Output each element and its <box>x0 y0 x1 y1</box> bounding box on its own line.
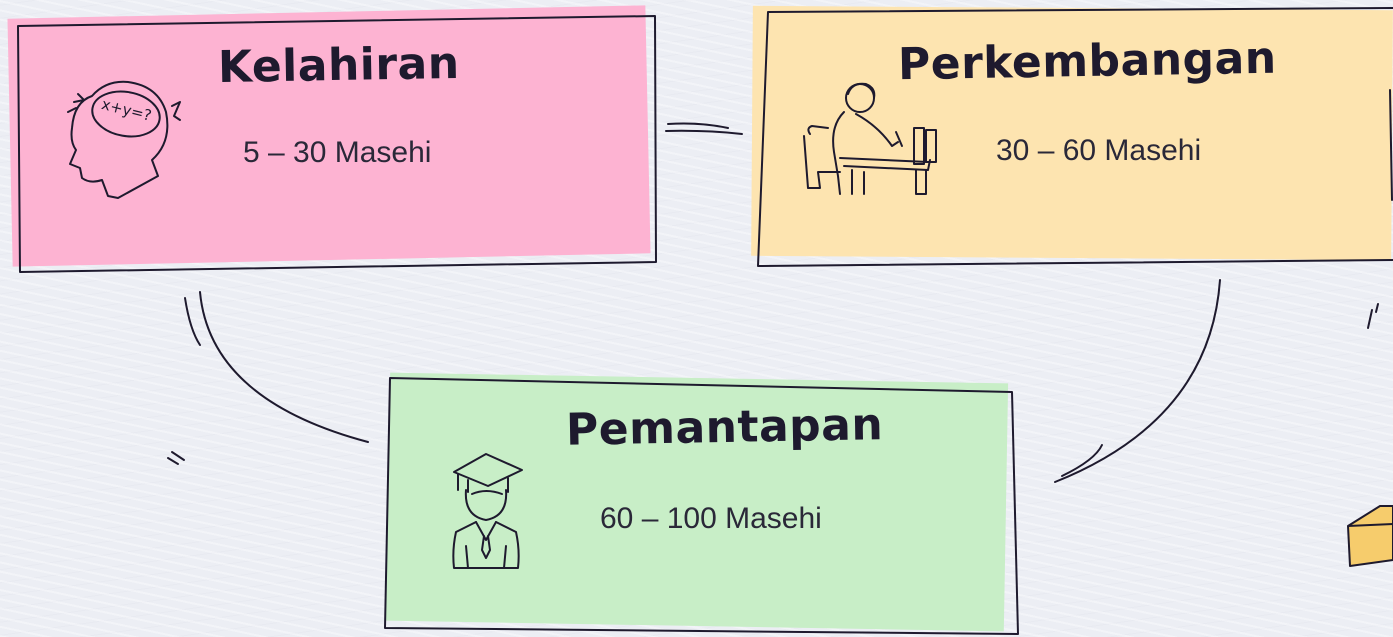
card-kelahiran-title: Kelahiran <box>217 37 460 94</box>
card-kelahiran-outline <box>17 15 657 273</box>
connector-1-3 <box>184 297 201 346</box>
card-pemantapan-title: Pemantapan <box>565 399 884 456</box>
card-pemantapan-outline <box>384 377 1019 635</box>
box-icon <box>1347 505 1393 567</box>
card-perkembangan-period: 30 – 60 Masehi <box>996 134 1202 167</box>
graduate-icon <box>452 453 523 569</box>
studying-student-icon <box>803 82 937 195</box>
connector-2-3 <box>1054 279 1221 483</box>
card-kelahiran-period: 5 – 30 Masehi <box>243 136 432 169</box>
svg-text:x+y=?: x+y=? <box>100 95 154 125</box>
card-perkembangan-outline <box>757 7 1393 267</box>
connector-1-2 <box>667 122 729 129</box>
card-perkembangan-title: Perkembangan <box>897 32 1278 91</box>
card-pemantapan-period: 60 – 100 Masehi <box>600 502 822 535</box>
thinking-head-icon: x+y=? <box>67 80 181 199</box>
